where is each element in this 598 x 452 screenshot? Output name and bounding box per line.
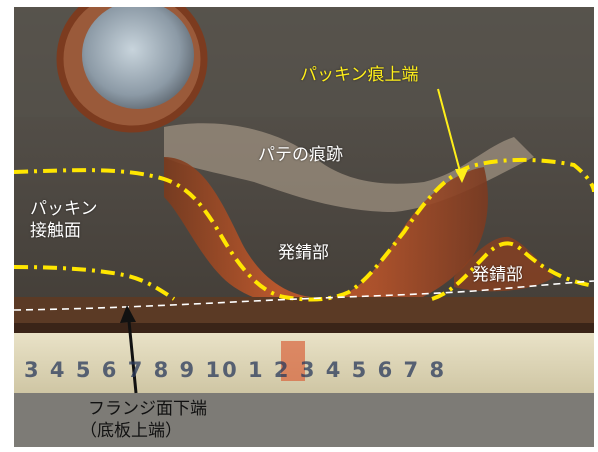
corrosion-photo <box>14 7 594 447</box>
label-putty-mark: パテの痕跡 <box>258 145 343 165</box>
packing-top-arrow <box>437 88 463 180</box>
ruler-shadow <box>14 393 594 447</box>
label-flange-line2: （底板上端） <box>80 421 182 441</box>
pipe-opening <box>82 7 194 109</box>
packing-top-arrowhead <box>455 169 468 183</box>
flange-arrow <box>126 310 138 394</box>
pipe-rust-ring <box>56 7 208 133</box>
ruler-numbers: 3 4 5 6 7 8 9 10 1 2 3 4 5 6 7 8 <box>24 358 447 382</box>
plate-edge <box>14 323 594 333</box>
photo-canvas <box>14 7 594 447</box>
label-flange-line1: フランジ面下端 <box>88 399 207 419</box>
flange-arrowhead <box>120 305 136 323</box>
label-packing-contact-line1: パッキン <box>30 199 98 219</box>
label-packing-contact-line2: 接触面 <box>30 221 81 241</box>
rust-right-yellow-line <box>431 241 590 301</box>
label-rust-right: 発錆部 <box>472 265 523 285</box>
rust-right <box>454 236 554 292</box>
contact-lower-line <box>14 265 176 301</box>
packing-top-line <box>14 157 594 302</box>
rust-valley <box>164 157 488 314</box>
label-packing-top: パッキン痕上端 <box>300 65 419 85</box>
ruler-red-mark <box>281 341 305 381</box>
label-rust-left: 発錆部 <box>278 243 329 263</box>
